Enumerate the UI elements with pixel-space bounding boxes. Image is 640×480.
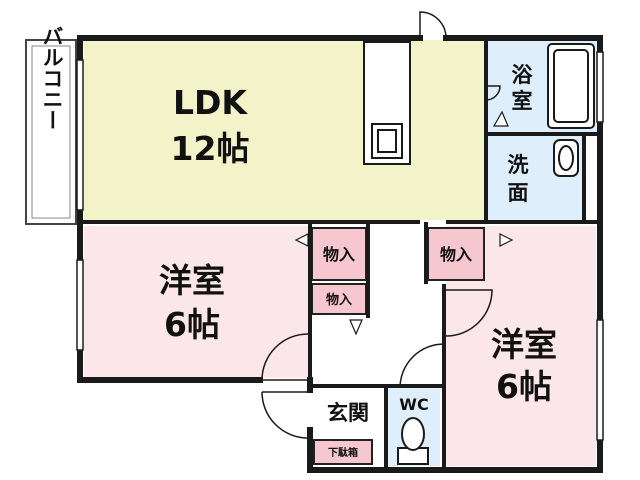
western-room-left-name: 洋室 bbox=[159, 261, 225, 300]
bathtub bbox=[547, 43, 595, 129]
western-room-right-name: 洋室 bbox=[491, 325, 557, 364]
western-room-left-size: 6帖 bbox=[164, 305, 220, 344]
balcony-rail bbox=[31, 45, 71, 219]
ldk-area bbox=[84, 40, 484, 220]
markers bbox=[294, 110, 514, 336]
closet-1-label: 物入 bbox=[323, 245, 355, 264]
balcony-label: バルコニー bbox=[40, 26, 64, 131]
wash-basin bbox=[553, 139, 579, 177]
bath-label-2: 室 bbox=[512, 89, 533, 113]
closet-3-area bbox=[427, 227, 485, 281]
interior-walls bbox=[80, 38, 600, 470]
ldk-name: LDK bbox=[173, 83, 248, 122]
entrance-label: 玄関 bbox=[327, 401, 369, 425]
washroom-label-2: 面 bbox=[508, 181, 529, 205]
closet-2-label: 物入 bbox=[326, 292, 352, 308]
balcony-area bbox=[25, 39, 77, 225]
western-room-left-area bbox=[84, 226, 310, 378]
balcony-text: バルコニー bbox=[40, 26, 64, 131]
windows bbox=[76, 51, 604, 441]
shoe-box-area bbox=[313, 439, 373, 465]
closet-1-area bbox=[311, 227, 367, 281]
closet-3-label: 物入 bbox=[440, 245, 472, 264]
western-room-right-size: 6帖 bbox=[496, 367, 552, 406]
kitchen-counter bbox=[363, 41, 411, 165]
shoe-box-label: 下駄箱 bbox=[328, 446, 358, 459]
toilet-label: WC bbox=[399, 395, 428, 414]
washroom-label-1: 洗 bbox=[508, 153, 529, 177]
doors bbox=[261, 11, 501, 439]
toilet-fixture bbox=[397, 417, 429, 465]
ldk-size: 12帖 bbox=[171, 129, 250, 168]
bath-label-1: 浴 bbox=[512, 63, 534, 87]
